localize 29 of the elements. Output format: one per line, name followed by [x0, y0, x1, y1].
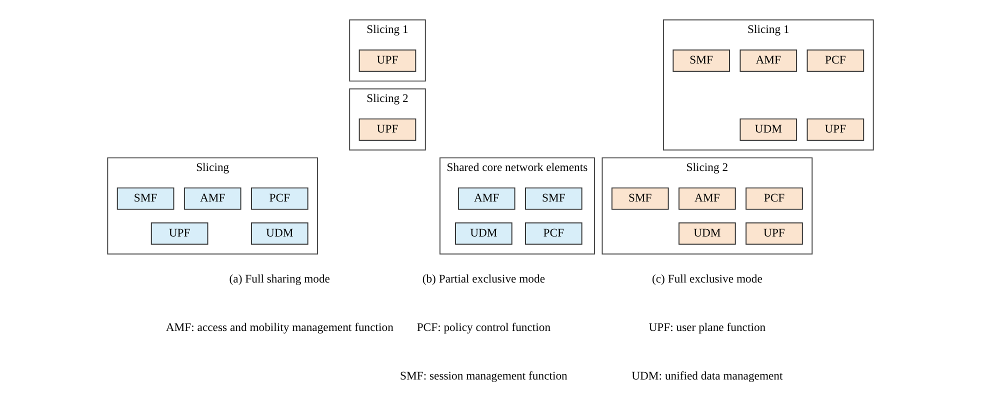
node-box: AMF — [740, 49, 798, 72]
label: PCF: policy control function — [416, 320, 551, 334]
node-box: AMF — [458, 187, 516, 210]
node-box: UDM — [250, 222, 308, 245]
node-box: UPF — [358, 49, 416, 72]
node-box: UPF — [806, 118, 864, 141]
label: AMF: access and mobility management function — [166, 320, 394, 334]
label: (c) Full exclusive mode — [652, 272, 762, 286]
label: UDM: unified data management — [632, 369, 783, 382]
node-box: UDM — [678, 222, 736, 245]
node-box: UDM — [740, 118, 798, 141]
node-box: PCF — [746, 187, 803, 210]
node-box: UPF — [150, 222, 208, 245]
node-box: SMF — [672, 49, 730, 72]
node-box: UPF — [358, 118, 416, 141]
node-box: PCF — [525, 222, 582, 245]
node-box: SMF — [525, 187, 582, 210]
node-box: UDM — [455, 222, 512, 245]
node-box: SMF — [611, 187, 669, 210]
label: UPF: user plane function — [648, 320, 766, 334]
node-box: PCF — [806, 49, 864, 72]
label: SMF: session management function — [400, 369, 568, 382]
node-box: UPF — [746, 222, 803, 245]
node-box: AMF — [184, 187, 242, 210]
node-box: AMF — [678, 187, 736, 210]
label: (a) Full sharing mode — [229, 272, 330, 286]
label: (b) Partial exclusive mode — [422, 272, 546, 286]
node-box: SMF — [116, 187, 174, 210]
node-box: PCF — [250, 187, 308, 210]
